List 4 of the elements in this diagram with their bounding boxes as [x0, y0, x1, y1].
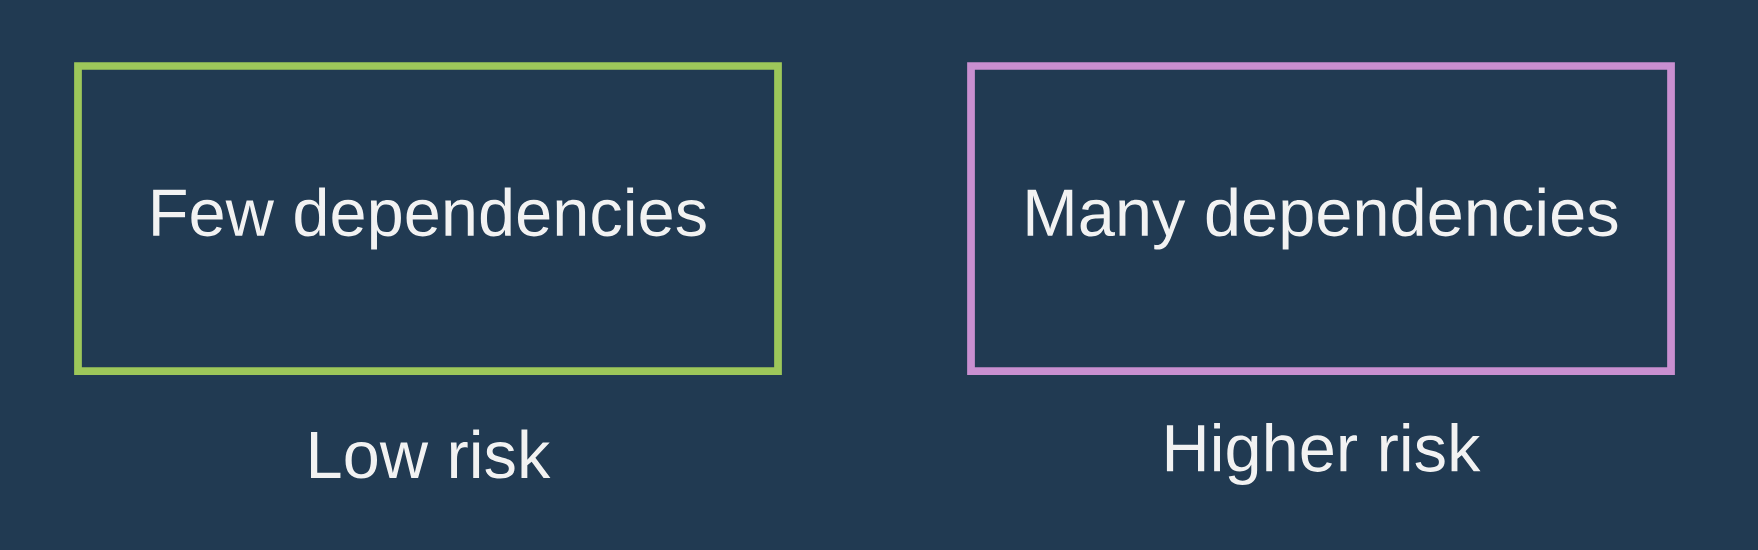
text-box: Many dependencies	[967, 62, 1675, 375]
text-box: Few dependencies	[74, 62, 782, 375]
caption-text: Low risk	[311, 429, 551, 479]
caption-text: Higher risk	[1166, 422, 1481, 486]
